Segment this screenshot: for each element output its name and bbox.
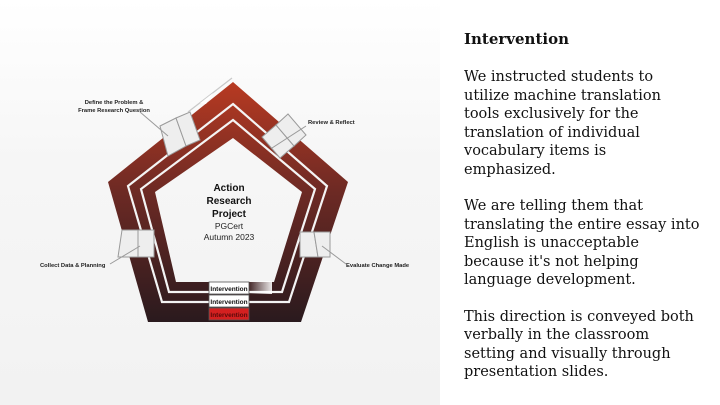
intervention-stage-2	[208, 294, 250, 308]
intervention-stages: Intervention Intervention Intervention	[208, 281, 250, 321]
panel-paragraph-1: We instructed students to utilize machin…	[464, 69, 661, 178]
svg-text:Autumn 2023: Autumn 2023	[204, 232, 255, 242]
callout-lines	[109, 111, 347, 265]
intervention-stage-3	[208, 307, 250, 321]
label-review-reflect: Review & Reflect	[308, 120, 355, 126]
center-title: Action Research Project PGCert Autumn 20…	[204, 183, 255, 242]
svg-text:PGCert: PGCert	[215, 221, 244, 231]
cycle-arrow	[187, 77, 272, 294]
intervention-stage-1-label: Intervention	[210, 286, 247, 293]
panel-heading: Intervention	[464, 30, 569, 48]
svg-text:Action: Action	[213, 183, 244, 194]
label-evaluate-change: Evaluate Change Made	[346, 263, 410, 269]
svg-text:Research: Research	[206, 196, 251, 207]
diagram-panel: Intervention Intervention Intervention A…	[0, 0, 440, 405]
panel-paragraph-2: We are telling them that translating the…	[464, 198, 700, 288]
action-research-cycle-diagram: Intervention Intervention Intervention A…	[40, 77, 410, 322]
label-frame-question: Frame Research Question	[78, 108, 150, 114]
svg-text:Project: Project	[212, 209, 247, 220]
label-define-problem: Define the Problem &	[85, 100, 144, 106]
text-panel: Intervention We instructed students to u…	[464, 24, 700, 400]
label-collect-data: Collect Data & Planning	[40, 263, 106, 269]
stage-blocks	[117, 111, 331, 258]
panel-paragraph-3: This direction is conveyed both verbally…	[464, 308, 694, 381]
intervention-stage-3-label: Intervention	[210, 312, 247, 319]
intervention-stage-1	[208, 281, 250, 295]
intervention-stage-2-label: Intervention	[210, 299, 247, 306]
